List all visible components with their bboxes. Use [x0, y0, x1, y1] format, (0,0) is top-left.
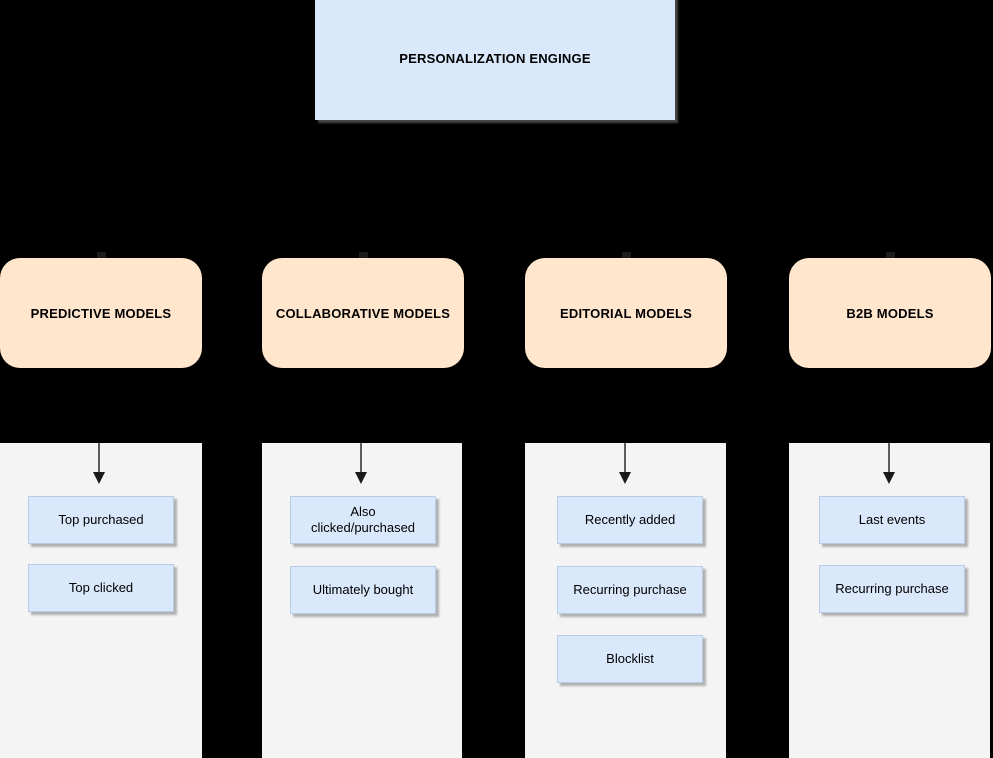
item-box[interactable]: Ultimately bought	[290, 566, 436, 614]
item-box[interactable]: Recently added	[557, 496, 703, 544]
item-label: Also clicked/purchased	[310, 503, 416, 535]
item-box[interactable]: Blocklist	[557, 635, 703, 683]
item-label: Blocklist	[606, 650, 654, 666]
connector-stub-collaborative	[359, 252, 368, 260]
connector-stub-predictive	[97, 252, 106, 260]
arrow-head	[93, 472, 105, 484]
model-box-collaborative[interactable]: COLLABORATIVE MODELS	[262, 258, 464, 368]
item-label: Last events	[858, 511, 926, 527]
item-box[interactable]: Recurring purchase	[557, 566, 703, 614]
arrow-down-icon-editorial	[619, 443, 632, 485]
arrow-head	[883, 472, 895, 484]
arrow-shaft	[888, 443, 890, 475]
item-label: Top purchased	[58, 511, 144, 527]
item-box[interactable]: Top clicked	[28, 564, 174, 612]
item-box[interactable]: Also clicked/purchased	[290, 496, 436, 544]
arrow-shaft	[360, 443, 362, 475]
model-box-b2b[interactable]: B2B MODELS	[789, 258, 991, 368]
model-label-collaborative: COLLABORATIVE MODELS	[275, 305, 451, 321]
model-box-editorial[interactable]: EDITORIAL MODELS	[525, 258, 727, 368]
item-label: Recurring purchase	[573, 581, 687, 597]
item-label: Top clicked	[68, 579, 134, 595]
model-box-predictive[interactable]: PREDICTIVE MODELS	[0, 258, 202, 368]
arrow-head	[619, 472, 631, 484]
item-label: Recurring purchase	[835, 580, 949, 596]
item-label: Recently added	[584, 511, 676, 527]
model-label-b2b: B2B MODELS	[846, 305, 934, 321]
item-box[interactable]: Recurring purchase	[819, 565, 965, 613]
model-label-editorial: EDITORIAL MODELS	[559, 305, 692, 321]
arrow-down-icon-predictive	[93, 443, 106, 485]
item-box[interactable]: Top purchased	[28, 496, 174, 544]
arrow-down-icon-collaborative	[355, 443, 368, 485]
arrow-shaft	[98, 443, 100, 475]
item-box[interactable]: Last events	[819, 496, 965, 544]
arrow-down-icon-b2b	[883, 443, 896, 485]
personalization-engine-box[interactable]: PERSONALIZATION ENGINGE	[315, 0, 675, 120]
item-label: Ultimately bought	[312, 581, 414, 597]
connector-stub-editorial	[622, 252, 631, 260]
connector-stub-b2b	[886, 252, 895, 260]
personalization-engine-label: PERSONALIZATION ENGINGE	[399, 50, 591, 66]
model-label-predictive: PREDICTIVE MODELS	[30, 305, 172, 321]
arrow-shaft	[624, 443, 626, 475]
arrow-head	[355, 472, 367, 484]
